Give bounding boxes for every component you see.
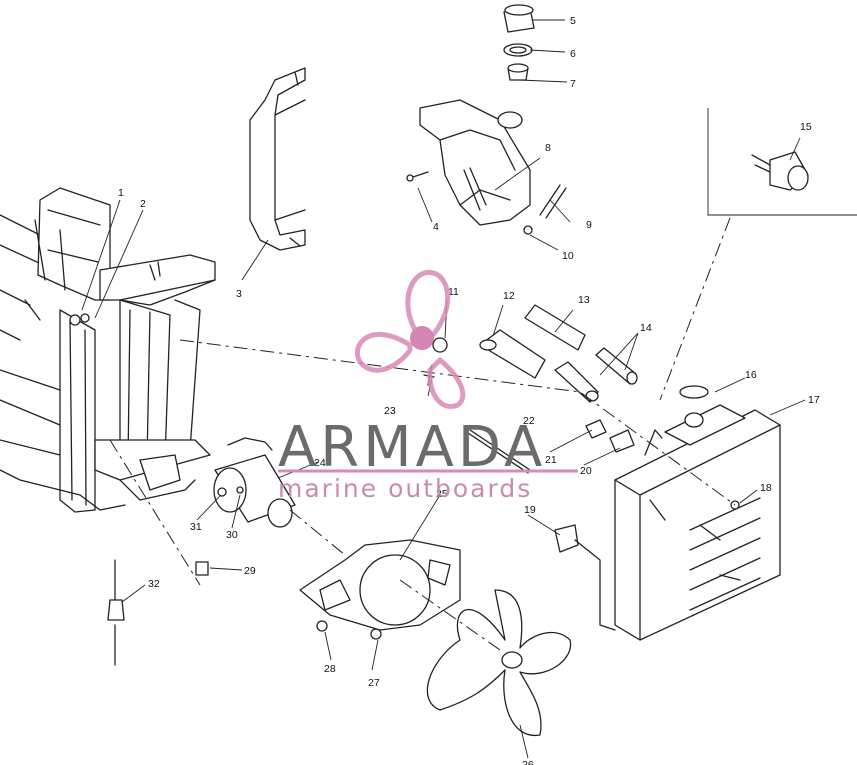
fan-switch — [554, 524, 616, 631]
callout-31: 31 — [190, 521, 202, 533]
propeller-logo — [355, 270, 466, 409]
callout-9: 9 — [586, 219, 592, 231]
bleeder-screw — [107, 559, 125, 666]
hoses — [479, 304, 638, 403]
callout-18: 18 — [760, 482, 772, 494]
callout-6: 6 — [570, 48, 576, 60]
callout-23: 23 — [384, 405, 396, 417]
callout-5: 5 — [570, 15, 576, 27]
callout-11: 11 — [448, 286, 459, 298]
callout-27: 27 — [368, 677, 380, 689]
callout-4: 4 — [433, 221, 439, 233]
callout-8: 8 — [545, 142, 551, 154]
watermark-brand: ARMADA — [278, 415, 546, 480]
callout-19: 19 — [524, 504, 536, 516]
callout-24: 24 — [314, 457, 326, 469]
callout-25: 25 — [436, 488, 448, 500]
center-lines — [109, 217, 736, 651]
small-bolts — [195, 561, 382, 640]
fan-blade — [426, 589, 572, 736]
callout-12: 12 — [503, 290, 515, 302]
callout-16: 16 — [745, 369, 757, 381]
filler-cap — [503, 4, 535, 81]
callout-10: 10 — [562, 250, 574, 262]
frame-assembly — [0, 187, 216, 513]
fan-shroud — [299, 539, 461, 631]
small-hose — [523, 184, 567, 235]
callout-22: 22 — [523, 415, 535, 427]
callout-28: 28 — [324, 663, 336, 675]
callout-32: 32 — [148, 578, 160, 590]
callout-21: 21 — [545, 454, 557, 466]
callout-13: 13 — [578, 294, 590, 306]
fan-motor — [213, 437, 296, 528]
callout-15: 15 — [800, 121, 812, 133]
bottle-bolt — [406, 171, 429, 182]
callout-29: 29 — [244, 565, 256, 577]
watermark: ARMADA marine outboards — [278, 270, 578, 503]
switch-inset — [707, 108, 857, 216]
callout-26: 26 — [522, 759, 534, 765]
coolant-bottle — [419, 99, 531, 226]
callout-1: 1 — [118, 187, 124, 199]
clamps — [423, 337, 635, 474]
callout-20: 20 — [580, 465, 592, 477]
callout-3: 3 — [236, 288, 242, 300]
callout-17: 17 — [808, 394, 820, 406]
callout-7: 7 — [570, 78, 576, 90]
part-callouts: 1 2 3 4 5 6 7 8 9 10 11 12 13 14 15 16 1… — [118, 15, 820, 765]
callout-2: 2 — [140, 198, 146, 210]
callout-30: 30 — [226, 529, 238, 541]
callout-14: 14 — [640, 322, 652, 334]
shroud-part — [249, 67, 306, 251]
radiator — [614, 385, 781, 641]
watermark-tagline: marine outboards — [278, 474, 532, 503]
